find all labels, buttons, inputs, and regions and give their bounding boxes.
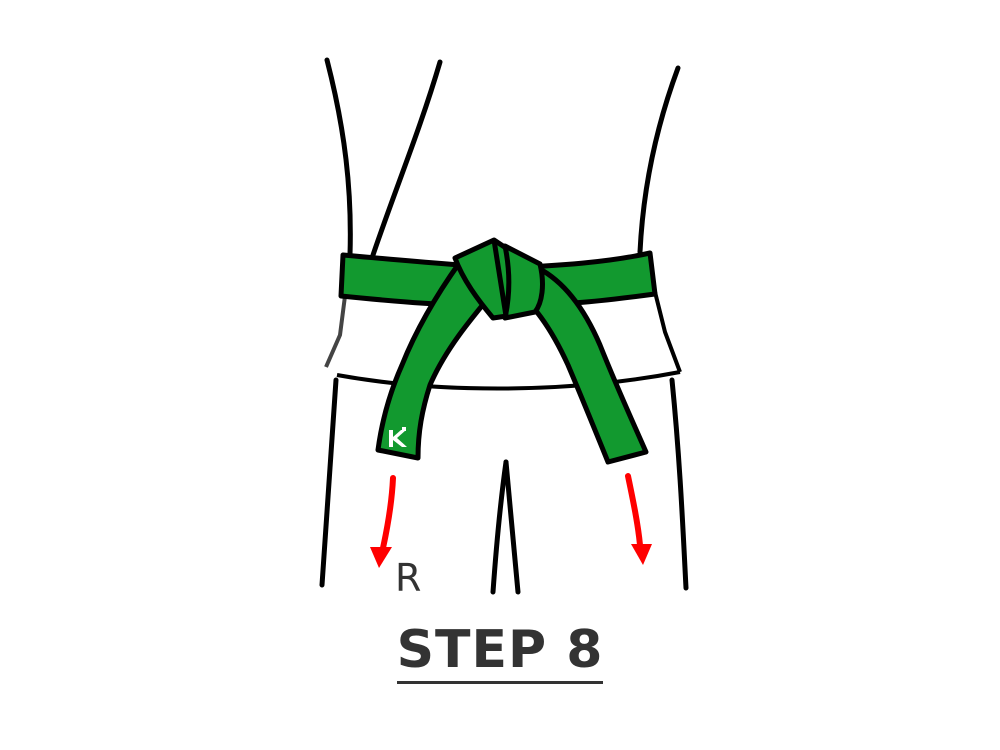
left-arrow-head [370,547,392,568]
torso-outline [324,57,681,258]
trousers-outline [319,377,689,595]
arrow-down-icon [625,473,652,565]
belt-right-end [509,265,649,465]
jacket-hem [336,370,681,391]
left-arrow-shaft [380,475,396,551]
jacket-lapel [370,59,443,258]
jacket-right-edge [653,291,682,373]
right-arrow-head [631,544,652,565]
trouser-crotch-left [490,459,509,595]
knot-right-loop [502,243,545,321]
knot-crease [491,239,509,317]
right-arrow-shaft [625,473,643,548]
belt-left-end [375,259,498,461]
trouser-right-leg [669,377,689,591]
arrow-down-icon [370,475,396,568]
step-title: STEP 8 [0,620,1000,684]
step-title-text: STEP 8 [396,621,604,684]
brand-logo-icon [386,426,414,448]
side-marker-label: R [395,556,421,600]
jacket-skirt [324,291,682,391]
torso-left-side [324,57,353,258]
trouser-crotch-right [503,459,521,595]
belt [338,237,658,465]
torso-right-side [637,65,681,255]
trouser-left-leg [319,377,339,588]
jacket-left-flap [324,295,347,368]
